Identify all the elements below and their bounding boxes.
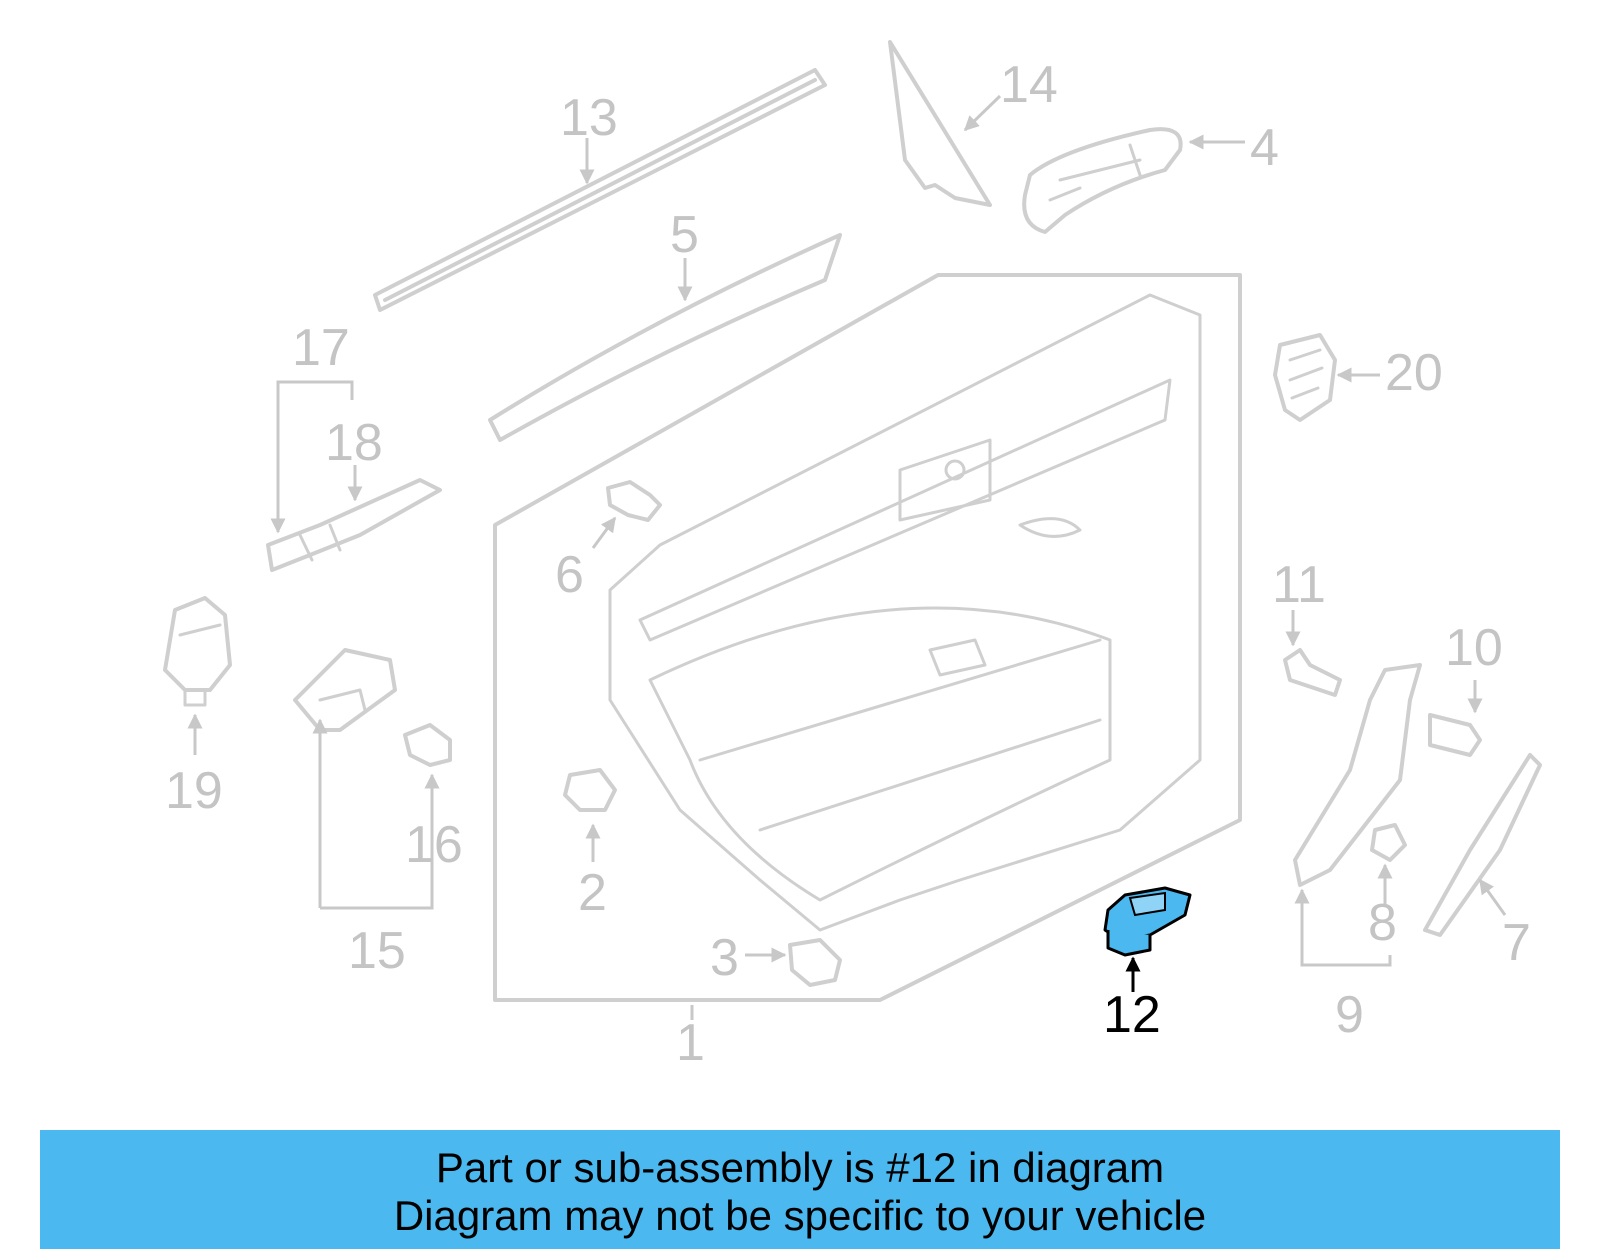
clip-part-3 <box>788 938 842 987</box>
callout-11: 11 <box>1272 556 1326 614</box>
callout-labels: 13 5 14 4 20 17 18 6 19 16 15 2 3 1 11 1… <box>165 56 1531 1072</box>
callout-1: 1 <box>676 1014 705 1072</box>
inner-handle-part-4 <box>1022 127 1183 234</box>
callout-18: 18 <box>325 414 383 472</box>
callout-17: 17 <box>292 319 350 377</box>
fastener-part-16 <box>403 723 452 767</box>
screw-part-10 <box>1428 713 1482 757</box>
screw-part-11 <box>1283 648 1342 697</box>
callout-6: 6 <box>555 546 584 604</box>
callout-8: 8 <box>1368 894 1397 952</box>
callout-16: 16 <box>405 816 463 874</box>
clip-part-6 <box>606 480 662 522</box>
corner-cover-part-14 <box>888 40 992 207</box>
info-banner: Part or sub-assembly is #12 in diagram D… <box>40 1130 1560 1249</box>
banner-line-2: Diagram may not be specific to your vehi… <box>393 1192 1207 1239</box>
callout-4: 4 <box>1250 119 1279 177</box>
trim-strip-part-5 <box>488 233 842 442</box>
callout-5: 5 <box>670 206 699 264</box>
housing-part-15 <box>293 648 397 732</box>
callout-20: 20 <box>1385 344 1443 402</box>
callout-13: 13 <box>560 89 618 147</box>
callout-7: 7 <box>1502 914 1531 972</box>
callout-9: 9 <box>1335 986 1364 1044</box>
belt-molding-part-13 <box>373 68 827 312</box>
banner-line-1: Part or sub-assembly is #12 in diagram <box>435 1144 1165 1191</box>
clip-part-8 <box>1370 823 1407 862</box>
clip-part-2 <box>563 768 617 812</box>
lamp-part-18 <box>266 478 442 572</box>
callout-3: 3 <box>710 929 739 987</box>
leader-lines <box>187 94 1507 1020</box>
callout-12: 12 <box>1103 986 1161 1044</box>
callout-10: 10 <box>1445 619 1503 677</box>
trim-strip-part-7 <box>1423 753 1542 937</box>
callout-14: 14 <box>1000 56 1058 114</box>
switch-bezel-part-12 <box>1103 886 1192 957</box>
bracket-part-9 <box>1293 663 1422 887</box>
callout-2: 2 <box>578 864 607 922</box>
switch-part-20 <box>1273 333 1337 422</box>
callout-15: 15 <box>348 922 406 980</box>
callout-19: 19 <box>165 762 223 820</box>
door-panel-part-1 <box>493 273 1242 1002</box>
switch-housing-part-19 <box>163 596 232 707</box>
